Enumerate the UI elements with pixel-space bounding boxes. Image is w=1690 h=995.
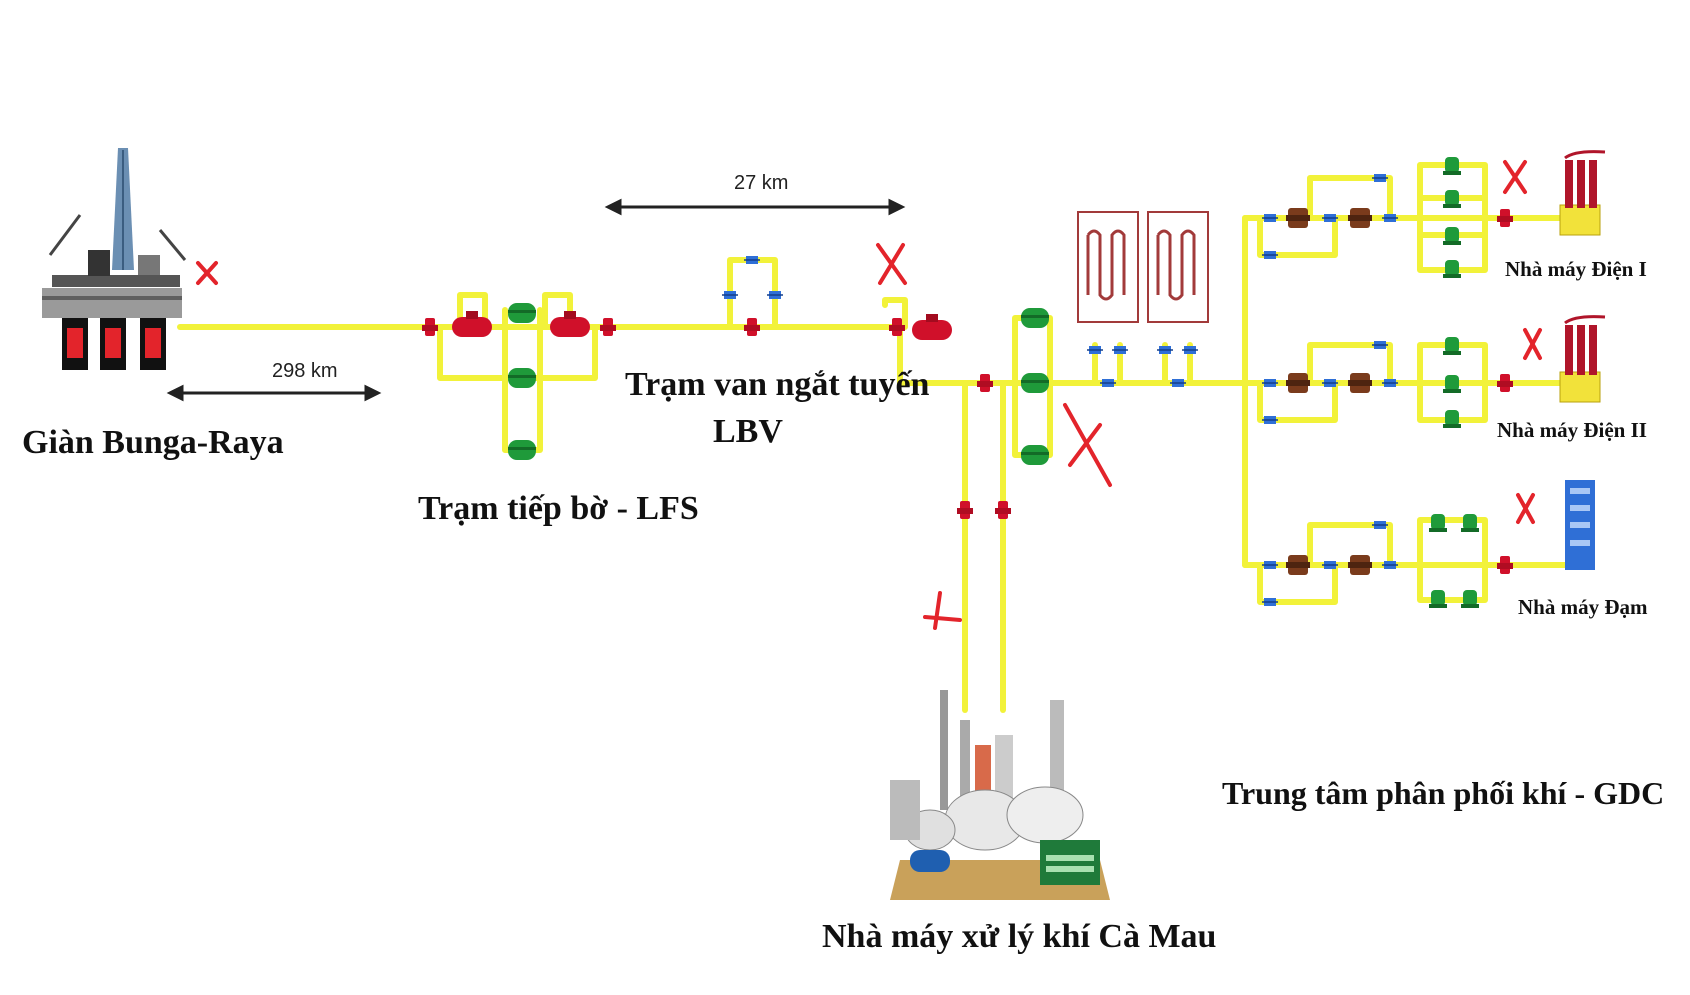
- gdc-heater-icon: [1077, 211, 1209, 323]
- lfs-label: Trạm tiếp bờ - LFS: [418, 490, 699, 527]
- distance-offshore-label: 298 km: [272, 360, 338, 382]
- distance-lbv-label: 27 km: [734, 172, 789, 194]
- fertilizer-plant-icon: [1565, 480, 1595, 570]
- meter-run-icon: [1286, 208, 1372, 575]
- power-plant-2-label: Nhà máy Điện II: [1497, 418, 1647, 442]
- power-plant-icon: [1559, 150, 1606, 236]
- trunk-pipeline: [177, 215, 1333, 713]
- offshore-platform-icon: [42, 148, 187, 370]
- fertilizer-plant-label: Nhà máy Đạm: [1518, 595, 1648, 619]
- power-plant-1-label: Nhà máy Điện I: [1505, 257, 1647, 281]
- gpp-label: Nhà máy xử lý khí Cà Mau: [822, 918, 1217, 955]
- gdc-label: Trung tâm phân phối khí - GDC: [1222, 775, 1665, 811]
- distance-arrow-lbv: [604, 198, 906, 216]
- cross-mark-icon: [196, 160, 1542, 630]
- platform-label: Giàn Bunga-Raya: [22, 424, 284, 461]
- gas-processing-plant-icon: [890, 690, 1110, 900]
- lbv-label-line2: LBV: [713, 413, 783, 450]
- power-plant-icon: [1559, 315, 1606, 403]
- lbv-label-line1: Trạm van ngắt tuyến: [625, 366, 930, 403]
- distance-arrow-offshore: [166, 384, 382, 402]
